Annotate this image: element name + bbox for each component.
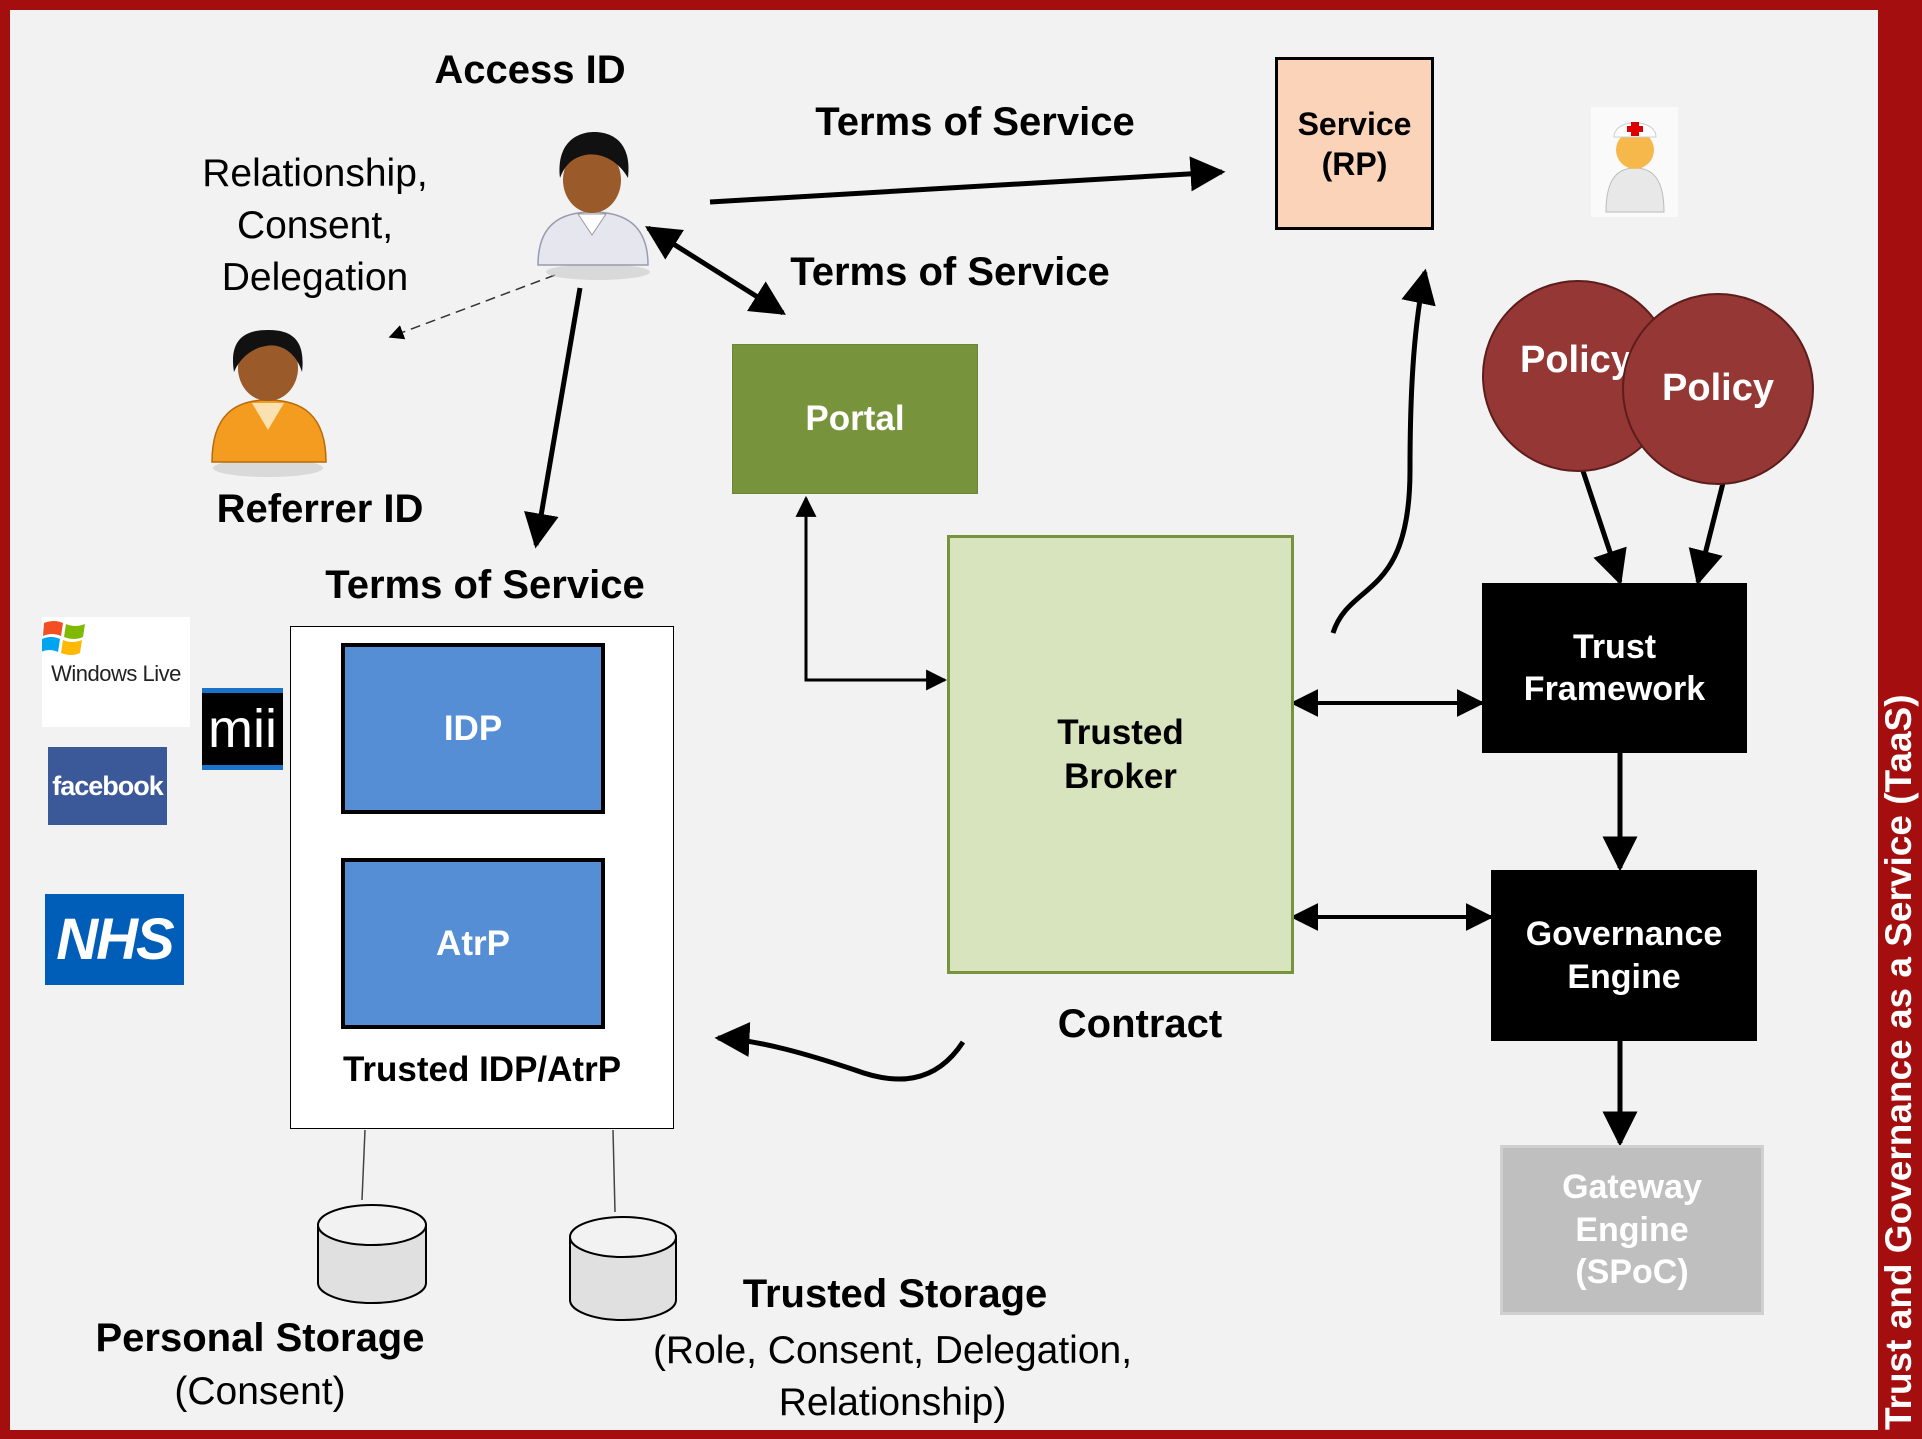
gateway-engine-line-1: Gateway [1562,1168,1702,1207]
idp-box: IDP [341,643,605,814]
trust-framework-line-2: Framework [1523,670,1706,708]
line-idp-personal-storage [361,1129,366,1201]
personal-storage-title: Personal Storage [95,1316,425,1360]
policy-1-label: Policy [1520,339,1632,382]
atrp-box: AtrP [341,858,605,1029]
arrow-broker-to-service [1330,268,1436,634]
arrow-portal-broker [795,495,948,691]
arrow-policy2-to-trust [1688,482,1726,586]
windows-flag-icon [42,621,85,655]
trusted-storage-subtitle-line-1: (Role, Consent, Delegation, [652,1329,1133,1372]
service-rp-line: (RP) [1321,145,1388,182]
relationship-line: Relationship, [202,152,428,195]
arrow-person-to-idp [524,287,583,549]
arrow-person-portal [645,225,786,316]
trusted-storage-icon [569,1216,677,1321]
line-idp-trusted-storage [612,1129,616,1213]
arrow-contract [714,1022,966,1082]
trusted-storage-subtitle: (Role, Consent, Delegation, Relationship… [600,1325,1185,1429]
contract-label: Contract [1057,1002,1223,1046]
trust-framework-line-1: Trust [1572,627,1657,666]
terms-of-service-portal-label: Terms of Service [790,250,1110,294]
trusted-broker-box: Trusted Broker [947,535,1294,974]
windows-live-text: Windows Live [51,661,181,686]
referrer-id-person-icon [211,330,327,477]
service-line: Service [1297,105,1412,142]
personal-storage-subtitle: (Consent) [174,1370,346,1413]
nhs-logo: NHS [45,894,184,985]
trust-framework-box: Trust Framework [1482,583,1747,753]
trusted-storage-title: Trusted Storage [742,1272,1048,1316]
delegation-line: Delegation [221,256,409,299]
arrow-delegation [388,274,556,340]
arrow-person-to-service [709,156,1226,205]
referrer-id-label: Referrer ID [216,487,424,531]
trusted-idp-atrp-label: Trusted IDP/AtrP [342,1050,622,1089]
relationship-consent-delegation-label: Relationship, Consent, Delegation [175,148,455,304]
terms-of-service-idp-label: Terms of Service [325,563,645,607]
trusted-broker-line-2: Broker [1064,756,1177,796]
mii-logo: mii [202,688,283,770]
portal-box: Portal [732,344,978,494]
gateway-engine-box: Gateway Engine (SPoC) [1500,1145,1764,1315]
arrow-policy1-to-trust [1579,467,1627,586]
facebook-logo: facebook [48,747,167,825]
gateway-engine-line-3: (SPoC) [1575,1253,1689,1292]
governance-engine-line-1: Governance [1525,915,1723,953]
trusted-storage-subtitle-line-2: Relationship) [778,1381,1007,1424]
side-title: Trust and Governance as a Service (TaaS) [1878,694,1919,1430]
policy-circle-2: Policy [1622,293,1814,485]
governance-engine-box: Governance Engine [1491,870,1757,1041]
personal-storage-icon [317,1204,427,1304]
consent-line: Consent, [236,204,394,247]
access-id-label: Access ID [434,48,626,92]
governance-engine-line-2: Engine [1567,957,1681,996]
access-id-person-icon [537,132,650,280]
windows-live-logo: Windows Live [42,617,190,727]
service-rp-box: Service (RP) [1275,57,1434,230]
gateway-engine-line-2: Engine [1575,1210,1689,1249]
trusted-broker-line-1: Trusted [1057,712,1184,752]
nurse-icon [1591,107,1678,217]
terms-of-service-top-label: Terms of Service [815,100,1135,144]
